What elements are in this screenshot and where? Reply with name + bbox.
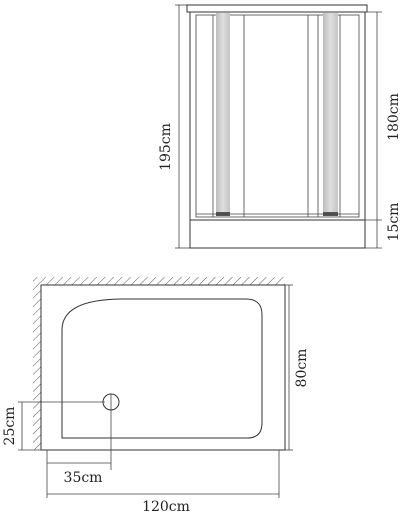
wall-hatch-top [33, 277, 285, 285]
shower-tray-front [189, 219, 366, 249]
drain-y-label: 25cm [2, 407, 18, 446]
plan-view: 80cm 25cm 35cm 120cm [2, 277, 310, 515]
depth-label: 80cm [294, 349, 310, 388]
cabin-height-label: 180cm [386, 93, 402, 141]
drain-x-label: 35cm [64, 470, 103, 486]
tray-basin [61, 298, 263, 439]
shower-tray-plan [40, 284, 286, 451]
glass-strip-left [216, 13, 230, 215]
front-view: 195cm 180cm 15cm [158, 4, 402, 249]
wall-hatch-left [33, 285, 41, 450]
glass-strip-right [323, 13, 338, 215]
cabin-top-cap [186, 4, 368, 13]
tray-height-label: 15cm [386, 203, 402, 242]
width-label: 120cm [142, 499, 190, 515]
total-height-label: 195cm [158, 123, 174, 171]
cabin-inner-frame [195, 14, 360, 218]
